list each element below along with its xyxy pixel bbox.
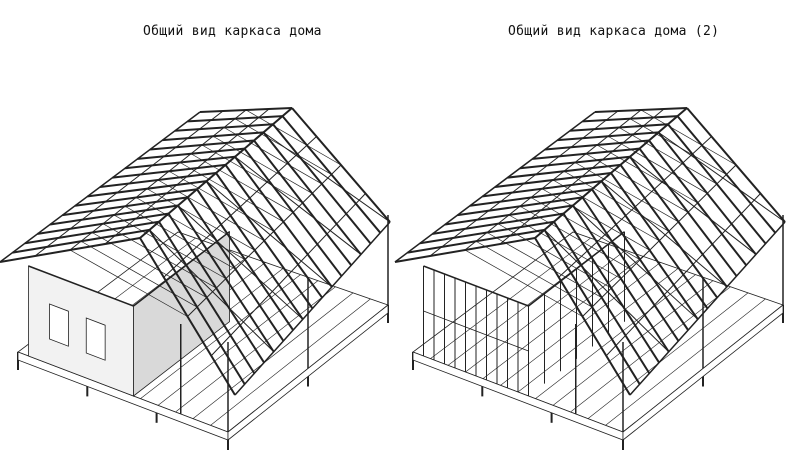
collar-tie	[168, 170, 275, 232]
diagonal-brace	[206, 180, 333, 288]
roof-batten	[210, 193, 366, 357]
floor-beam-side	[227, 304, 389, 441]
collar-tie	[464, 249, 583, 317]
collar-tie	[585, 153, 689, 213]
collar-tie	[146, 188, 255, 251]
floor-joist	[140, 274, 301, 399]
collar-tie	[245, 109, 342, 166]
top-plate	[528, 231, 625, 307]
top-plate	[28, 265, 134, 307]
diagonal-brace	[263, 131, 391, 223]
house-frame-view-2	[394, 107, 786, 450]
collar-tie	[618, 127, 717, 185]
roof-batten	[582, 164, 737, 317]
house-frame-view-1	[0, 107, 391, 450]
collar-tie	[552, 179, 660, 242]
diagonal-brace	[572, 205, 699, 320]
roof-batten	[499, 108, 665, 245]
top-plate	[423, 265, 529, 307]
floor-joist	[482, 256, 644, 379]
top-plate	[133, 231, 230, 307]
diagonal-brace	[234, 156, 362, 255]
collar-tie	[91, 232, 207, 298]
collar-tie	[223, 127, 322, 185]
collar-tie	[179, 162, 284, 223]
floor-joist	[605, 298, 766, 426]
window	[85, 317, 106, 361]
view-title-2: Общий вид каркаса дома (2)	[508, 24, 720, 39]
roof-batten	[69, 109, 247, 251]
collar-tie	[530, 197, 641, 260]
floor-joist	[587, 292, 749, 419]
collar-tie	[563, 170, 670, 232]
floor-beam-side	[622, 304, 784, 441]
view-title-1: Общий вид каркаса дома	[143, 24, 322, 39]
roof-batten	[34, 110, 224, 257]
collar-tie	[508, 214, 622, 279]
collar-tie	[640, 109, 737, 166]
collar-tie	[124, 205, 236, 270]
collar-tie	[519, 205, 631, 270]
diagonal-brace	[658, 131, 786, 223]
floor-platform	[412, 231, 784, 433]
collar-tie	[135, 197, 246, 260]
collar-tie	[212, 135, 313, 194]
diagonal-brace	[177, 205, 304, 320]
collar-tie	[80, 240, 198, 308]
collar-tie	[541, 188, 650, 251]
collar-tie	[607, 135, 708, 194]
floor-joist	[500, 262, 661, 386]
collar-tie	[475, 240, 593, 308]
collar-tie	[574, 162, 679, 223]
floor-joist	[210, 298, 371, 426]
window	[49, 303, 69, 347]
diagonal-brace	[544, 229, 670, 353]
roof-batten	[429, 110, 619, 257]
roof-batten	[464, 109, 642, 251]
diagonal-brace	[601, 180, 728, 288]
collar-tie	[596, 144, 698, 204]
wall-nogging	[423, 310, 529, 352]
roof-batten	[558, 136, 712, 278]
roof-batten	[605, 193, 761, 357]
diagonal-brace	[629, 156, 757, 255]
collar-tie	[201, 144, 303, 204]
roof-batten	[187, 164, 342, 317]
collar-tie	[486, 232, 602, 298]
collar-tie	[157, 179, 265, 242]
collar-tie	[69, 249, 188, 317]
roof-batten	[163, 136, 317, 278]
collar-tie	[190, 153, 294, 213]
floor-joist	[192, 292, 354, 419]
collar-tie	[113, 214, 227, 279]
floor-joist	[535, 274, 696, 399]
roof-batten	[104, 108, 270, 245]
diagonal-brace	[149, 229, 275, 353]
